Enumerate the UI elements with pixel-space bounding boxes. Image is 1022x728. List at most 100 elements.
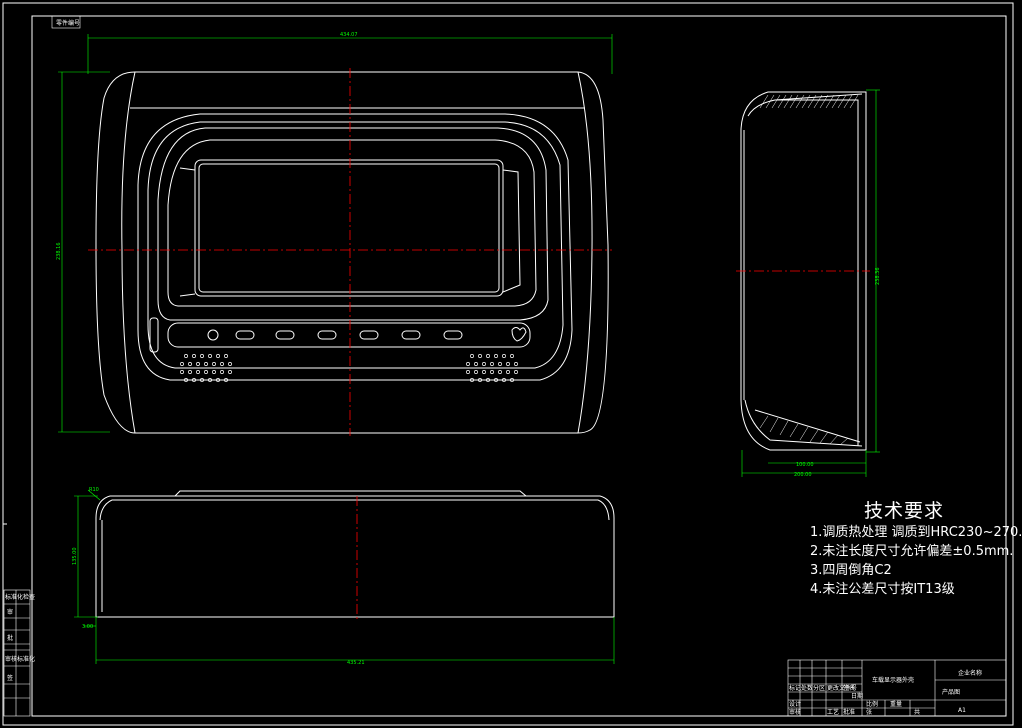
grille-hole: [510, 354, 514, 358]
dim-front-height: 238.16: [56, 243, 62, 261]
tb-drawing-type: 产品图: [942, 688, 960, 696]
grille-hole: [494, 378, 498, 382]
tb-label-0: 标记: [789, 684, 801, 692]
corner-label-box: [51, 15, 81, 29]
tb-label-5: 日期: [851, 692, 863, 700]
dim-top-height: 135.00: [72, 548, 78, 566]
grille-hole: [224, 378, 228, 382]
grille-hole: [470, 378, 474, 382]
grille-hole: [220, 362, 224, 366]
tb-label-7: 审核: [789, 708, 801, 716]
left-strip-cell-3: 审核标准化: [5, 655, 35, 663]
grille-hole: [510, 378, 514, 382]
tb-label-8: 工艺: [827, 708, 839, 716]
tb-label-10: 比例: [866, 700, 878, 708]
side-dimensions: [741, 89, 880, 477]
front-dimensions: [58, 34, 613, 433]
grille-hole: [204, 362, 208, 366]
corner-label: 零件编号: [56, 19, 80, 27]
grille-hole: [502, 354, 506, 358]
tb-part-name: 车载显示器外壳: [872, 676, 914, 684]
left-strip-table: [3, 589, 31, 717]
speaker-grille-right: [466, 354, 518, 382]
tb-label-13: 共: [914, 708, 920, 716]
grille-hole: [494, 354, 498, 358]
dim-top-offset: 3.00: [82, 624, 93, 630]
grille-hole: [208, 378, 212, 382]
grille-hole: [184, 354, 188, 358]
tb-company: 企业名称: [958, 669, 982, 677]
tech-item-1: 1.调质热处理 调质到HRC230~270.: [810, 525, 1022, 540]
front-centerlines: [88, 68, 612, 436]
tech-item-3: 3.四周倒角C2: [810, 563, 892, 578]
tb-label-4: 签名: [843, 684, 855, 692]
inner-frame: [31, 15, 1007, 717]
top-view: [95, 490, 615, 618]
tech-title: 技术要求: [864, 500, 945, 522]
grille-hole: [196, 370, 200, 374]
grille-hole: [188, 362, 192, 366]
grille-hole: [212, 362, 216, 366]
grille-hole: [208, 354, 212, 358]
side-hatch-top: [759, 94, 859, 109]
grille-hole: [486, 378, 490, 382]
dim-side-outer: 200.00: [794, 472, 812, 478]
grille-hole: [204, 370, 208, 374]
grille-hole: [200, 354, 204, 358]
grille-hole: [192, 378, 196, 382]
grille-hole: [212, 370, 216, 374]
dim-front-width: 434.07: [340, 32, 358, 38]
grille-hole: [192, 354, 196, 358]
tech-requirements: 技术要求 1.调质热处理 调质到HRC230~270. 2.未注长度尺寸允许偏差…: [810, 496, 1022, 599]
grille-hole: [506, 362, 510, 366]
grille-hole: [498, 362, 502, 366]
grille-hole: [482, 370, 486, 374]
grille-hole: [224, 354, 228, 358]
left-strip-cell-2: 批: [7, 634, 13, 642]
dim-top-corner: R10: [89, 487, 99, 493]
grille-hole: [478, 378, 482, 382]
tb-label-1: 处数: [801, 684, 813, 692]
grille-hole: [184, 378, 188, 382]
left-strip-cell-1: 审: [7, 608, 13, 616]
grille-hole: [514, 370, 518, 374]
grille-hole: [478, 354, 482, 358]
speaker-grille-left: [180, 354, 232, 382]
grille-hole: [514, 362, 518, 366]
grille-hole: [180, 362, 184, 366]
tech-item-2: 2.未注长度尺寸允许偏差±0.5mm.: [810, 544, 1014, 559]
grille-hole: [490, 362, 494, 366]
grille-hole: [200, 378, 204, 382]
grille-hole: [470, 354, 474, 358]
grille-hole: [180, 370, 184, 374]
left-strip-cell-4: 签: [7, 674, 13, 682]
grille-hole: [490, 370, 494, 374]
tb-label-3: 更改文件号: [827, 684, 857, 692]
tb-label-6: 设计: [789, 700, 801, 708]
dim-top-width: 435.21: [347, 660, 365, 666]
front-view: [95, 71, 609, 434]
tb-label-12: 张: [866, 708, 872, 716]
grille-hole: [486, 354, 490, 358]
grille-hole: [466, 370, 470, 374]
grille-hole: [498, 370, 502, 374]
title-block: [787, 659, 1007, 717]
grille-hole: [228, 362, 232, 366]
grille-hole: [482, 362, 486, 366]
tb-label-2: 分区: [813, 684, 825, 692]
grille-hole: [502, 378, 506, 382]
side-hatch-bottom: [759, 415, 849, 446]
grille-hole: [216, 354, 220, 358]
grille-hole: [220, 370, 224, 374]
grille-hole: [474, 370, 478, 374]
tb-sheet-size: A1: [958, 707, 966, 714]
tb-label-9: 批准: [843, 708, 855, 716]
top-dimensions: [74, 489, 615, 664]
dim-side-inner: 100.00: [796, 462, 814, 468]
grille-hole: [188, 370, 192, 374]
grille-hole: [228, 370, 232, 374]
tech-item-4: 4.未注公差尺寸按IT13级: [810, 582, 955, 597]
grille-hole: [216, 378, 220, 382]
